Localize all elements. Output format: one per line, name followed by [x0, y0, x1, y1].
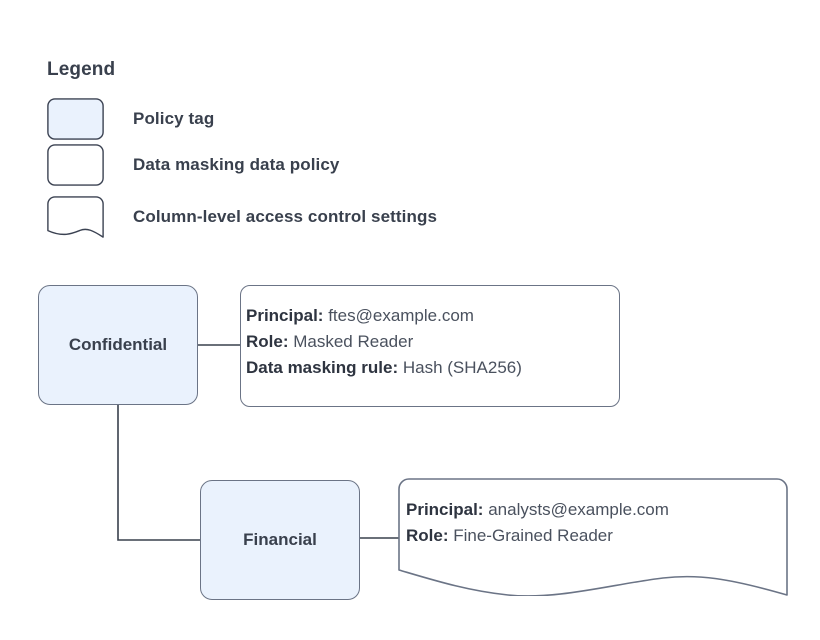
legend-label-data-masking-policy: Data masking data policy	[133, 155, 340, 174]
access-principal-value: analysts@example.com	[488, 500, 669, 519]
masking-rule-key: Data masking rule:	[246, 358, 399, 377]
masking-principal-value: ftes@example.com	[328, 306, 474, 325]
column-access-settings-text: Principal: analysts@example.com Role: Fi…	[406, 497, 669, 549]
access-role-value: Fine-Grained Reader	[453, 526, 613, 545]
masking-row-principal: Principal: ftes@example.com	[246, 303, 522, 329]
access-principal-key: Principal:	[406, 500, 484, 519]
masking-row-rule: Data masking rule: Hash (SHA256)	[246, 355, 522, 381]
legend-title: Legend	[47, 59, 116, 80]
node-financial[interactable]: Financial	[200, 480, 360, 600]
data-masking-policy-text: Principal: ftes@example.com Role: Masked…	[246, 303, 522, 381]
column-access-settings-swatch	[47, 196, 104, 238]
node-confidential[interactable]: Confidential	[38, 285, 198, 405]
masking-role-key: Role:	[246, 332, 289, 351]
masking-role-value: Masked Reader	[293, 332, 414, 351]
access-row-role: Role: Fine-Grained Reader	[406, 523, 669, 549]
masking-principal-key: Principal:	[246, 306, 324, 325]
masking-rule-value: Hash (SHA256)	[402, 358, 522, 377]
legend-label-column-access-settings: Column-level access control settings	[133, 207, 438, 226]
access-row-principal: Principal: analysts@example.com	[406, 497, 669, 523]
data-masking-policy-panel	[240, 285, 620, 407]
masking-row-role: Role: Masked Reader	[246, 329, 522, 355]
connector-confidential-to-financial	[117, 405, 200, 541]
column-access-settings-panel	[398, 478, 788, 596]
policy-tag-swatch	[47, 98, 104, 140]
access-role-key: Role:	[406, 526, 449, 545]
data-masking-policy-swatch	[47, 144, 104, 186]
legend-label-policy-tag: Policy tag	[133, 109, 215, 128]
